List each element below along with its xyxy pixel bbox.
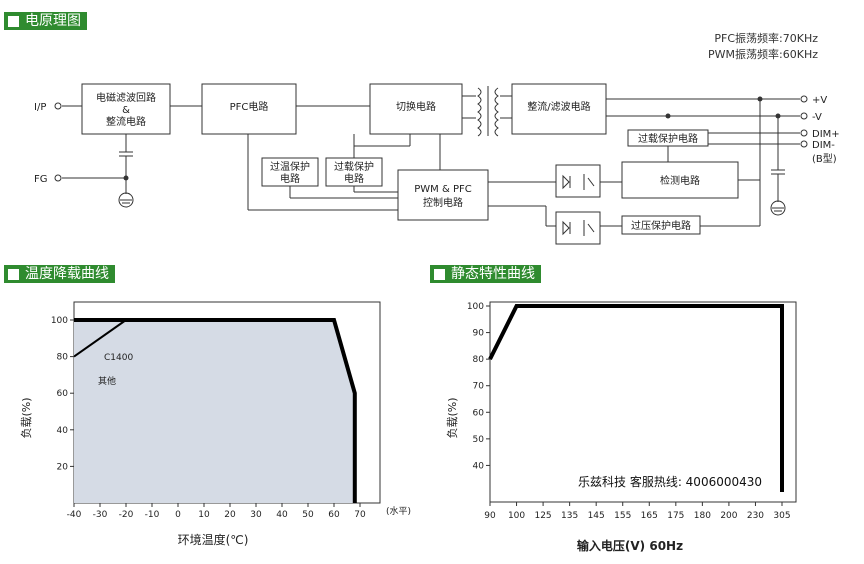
x-tick-label: 155 xyxy=(614,511,631,521)
ovp-in-label-1: 过载保护 xyxy=(334,160,374,173)
derating-title: 温度降载曲线 xyxy=(25,266,109,282)
x-tick-label: 40 xyxy=(276,510,288,520)
schematic-title: 电原理图 xyxy=(25,13,81,29)
chart-annotation: 乐兹科技 客服热线: 4006000430 xyxy=(578,474,762,489)
x-tick-label: -10 xyxy=(145,510,160,520)
dimp-terminal: DIM+ xyxy=(812,129,840,140)
x-tick-label: 60 xyxy=(328,510,340,520)
emi-label-3: 整流电路 xyxy=(106,115,146,128)
control-block xyxy=(397,169,489,221)
derating-chart: -40 -30 -20 -10 0 10 20 30 40 50 60 70 20 40 60 80 100 (… xyxy=(19,301,411,547)
series-line xyxy=(74,318,357,503)
plot-frame xyxy=(489,301,797,503)
y-tick-label: 50 xyxy=(473,435,485,445)
otp-label-2: 电路 xyxy=(280,172,300,185)
x-tick-label: 90 xyxy=(484,511,496,521)
vminus-terminal: -V xyxy=(812,112,822,123)
derating-area xyxy=(74,320,355,503)
x-tick-label: 200 xyxy=(720,511,737,521)
static-title: 静态特性曲线 xyxy=(451,266,535,282)
x-tick-label: -30 xyxy=(93,510,108,520)
square-icon xyxy=(8,15,19,27)
ovp-in-label-2: 电路 xyxy=(344,172,364,185)
y-tick-label: 40 xyxy=(57,426,69,436)
ip-terminal: I/P xyxy=(34,102,46,113)
block-diagram: 电磁滤波回路 & 整流电路 PFC电路 切换电路 整流/滤波电路 过载保护电路 … xyxy=(34,83,840,245)
y-tick-label: 60 xyxy=(473,408,485,418)
pfc-label: PFC电路 xyxy=(230,100,269,113)
y-tick-label: 60 xyxy=(57,389,69,399)
square-icon xyxy=(434,268,445,280)
x-tick-label: 20 xyxy=(224,510,236,520)
static-chart: 90 100 125 135 145 155 165 175 180 200 230 305 40 50 6… xyxy=(445,301,797,553)
rectifier-block xyxy=(511,83,607,135)
x-tick-label: 230 xyxy=(747,511,764,521)
y-tick-label: 20 xyxy=(57,462,69,472)
detect-label: 检测电路 xyxy=(660,174,700,187)
olp-label: 过载保护电路 xyxy=(638,132,698,145)
y-tick-label: 80 xyxy=(57,353,69,363)
dimn-terminal: DIM- xyxy=(812,140,835,151)
x-tick-label: -20 xyxy=(119,510,134,520)
x-tick-label: 175 xyxy=(667,511,684,521)
x-tick-label: 0 xyxy=(175,510,181,520)
vplus-terminal: +V xyxy=(812,95,827,106)
y-tick-label: 40 xyxy=(473,461,485,471)
x-axis-label: 输入电压(V) 60Hz xyxy=(577,538,683,553)
btype-label: (B型) xyxy=(812,152,837,165)
emi-label-2: & xyxy=(122,105,130,116)
control-label-2: 控制电路 xyxy=(423,196,463,209)
opto-1 xyxy=(555,164,601,198)
switch-block xyxy=(369,83,463,135)
x-tick-label: 145 xyxy=(588,511,605,521)
x-tick-label: 305 xyxy=(773,511,790,521)
x-tick-label: 10 xyxy=(198,510,210,520)
x-tick-label: 135 xyxy=(561,511,578,521)
rectifier-label: 整流/滤波电路 xyxy=(527,100,590,113)
y-tick-label: 80 xyxy=(473,355,485,365)
x-tick-label: 180 xyxy=(694,511,711,521)
ovp-label: 过压保护电路 xyxy=(631,219,691,232)
y-tick-label: 100 xyxy=(467,302,484,312)
y-axis-label: 负载(%) xyxy=(19,397,33,438)
annotation-other: 其他 xyxy=(98,375,116,387)
fg-terminal: FG xyxy=(34,174,48,185)
y-tick-label: 70 xyxy=(473,382,485,392)
series-line xyxy=(73,319,127,358)
x-tick-label: 100 xyxy=(508,511,525,521)
static-section-header: 静态特性曲线 xyxy=(430,265,541,283)
ovp-block xyxy=(621,215,701,235)
square-icon xyxy=(8,268,19,280)
x-tick-label: 70 xyxy=(354,510,366,520)
y-axis-label: 负载(%) xyxy=(445,397,459,438)
schematic-section-header: 电原理图 xyxy=(4,12,87,30)
x-axis-label: 环境温度(℃) xyxy=(178,532,249,547)
opto-2 xyxy=(555,211,601,245)
x-tick-label: 165 xyxy=(641,511,658,521)
x-unit: (水平) xyxy=(386,505,411,517)
series-line xyxy=(488,304,784,492)
x-tick-label: 125 xyxy=(534,511,551,521)
control-label-1: PWM & PFC xyxy=(414,184,471,195)
pfc-block xyxy=(201,83,297,135)
emi-label-1: 电磁滤波回路 xyxy=(96,91,156,104)
pfc-frequency: PFC振荡频率:70KHz xyxy=(714,32,818,45)
derating-section-header: 温度降载曲线 xyxy=(4,265,115,283)
x-tick-label: 50 xyxy=(302,510,314,520)
otp-label-1: 过温保护 xyxy=(270,160,310,173)
x-tick-label: 30 xyxy=(250,510,262,520)
y-tick-label: 100 xyxy=(51,316,68,326)
switch-label: 切换电路 xyxy=(396,100,436,113)
pwm-frequency: PWM振荡频率:60KHz xyxy=(708,48,818,61)
y-tick-label: 90 xyxy=(473,329,485,339)
x-tick-label: -40 xyxy=(67,510,82,520)
annotation-c1400: C1400 xyxy=(104,353,133,363)
